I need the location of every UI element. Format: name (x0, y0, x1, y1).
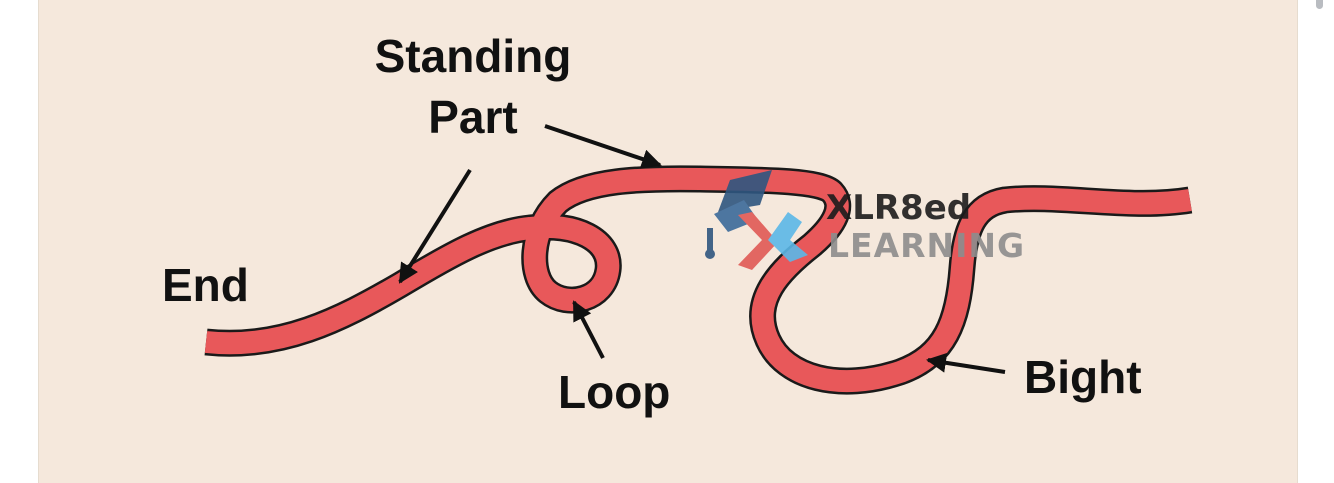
label-loop: Loop (558, 366, 670, 418)
label-standing: Standing (375, 30, 572, 82)
arrow-end (398, 168, 472, 284)
arrow-standing-part (544, 124, 662, 169)
label-end: End (162, 259, 249, 311)
arrow-loop (572, 300, 605, 359)
x-logo-icon (738, 212, 808, 270)
watermark: XLR8ed LEARNING (705, 170, 1025, 270)
pointer-arrows (398, 124, 1006, 374)
watermark-brand: XLR8ed (826, 188, 971, 228)
label-bight: Bight (1024, 351, 1142, 403)
watermark-subtitle: LEARNING (828, 226, 1025, 265)
label-part: Part (428, 91, 517, 143)
arrow-bight (926, 352, 1006, 374)
scrollbar-thumb[interactable] (1316, 0, 1323, 9)
diagram-panel (38, 0, 1298, 483)
